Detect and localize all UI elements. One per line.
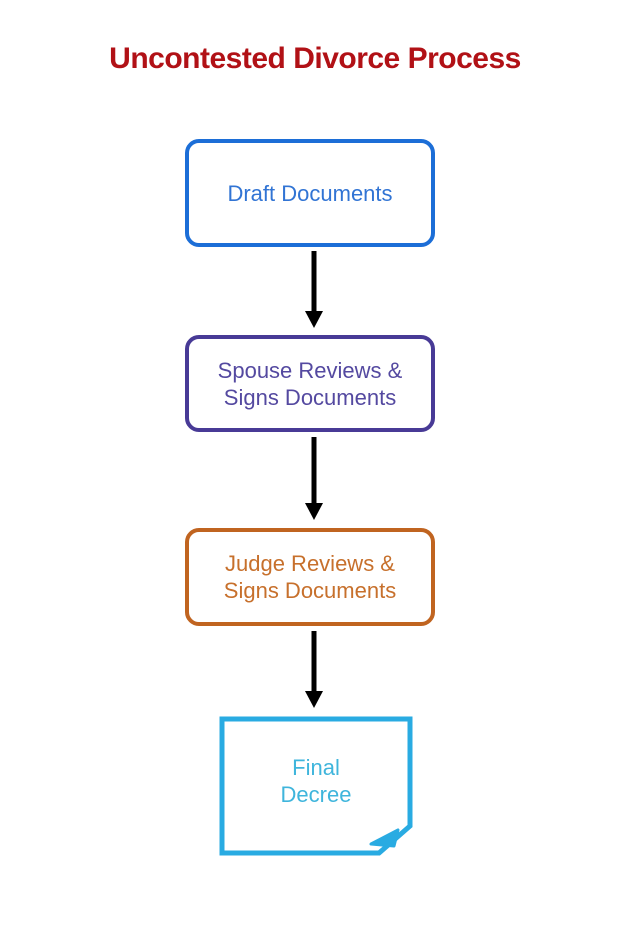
node-label-line: Judge Reviews & [225,551,395,576]
node-final-decree-label: Final Decree [219,716,413,846]
arrow-draft-to-spouse [302,251,326,328]
note-fold-icon [369,828,400,848]
arrow-shaft [311,631,317,693]
arrow-head-icon [305,311,323,328]
node-draft-documents: Draft Documents [185,139,435,247]
node-label-line: Signs Documents [223,384,397,410]
note-shape [219,716,413,856]
node-judge-reviews-signs: Judge Reviews & Signs Documents [185,528,435,626]
arrow-judge-to-final [302,631,326,708]
node-spouse-reviews-signs-label: Spouse Reviews & Signs Documents [218,357,403,411]
node-final-decree: Final Decree [219,716,413,856]
node-label-line: Signs Documents [223,578,397,603]
arrow-spouse-to-judge [302,437,326,520]
node-draft-documents-label: Draft Documents [227,180,392,207]
arrow-head-icon [305,691,323,708]
arrow-shaft [311,251,317,313]
node-label-line: Final [292,755,340,780]
node-label-line: Spouse Reviews & [217,357,403,383]
arrow-shaft [311,437,317,505]
arrow-head-icon [305,503,323,520]
node-judge-reviews-signs-label: Judge Reviews & Signs Documents [224,550,396,604]
node-label-line: Draft Documents [227,180,393,206]
node-spouse-reviews-signs: Spouse Reviews & Signs Documents [185,335,435,432]
page-title: Uncontested Divorce Process [109,42,521,75]
node-label-line: Decree [280,782,352,807]
